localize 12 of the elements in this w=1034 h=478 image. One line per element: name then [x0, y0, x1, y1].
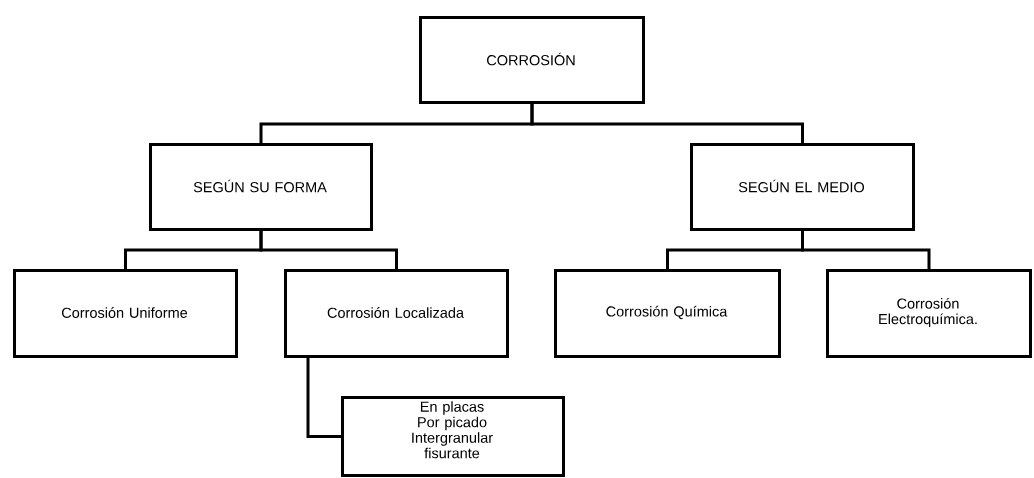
connector-line	[259, 231, 398, 269]
category-box: Corrosión Química	[554, 269, 781, 358]
category-box: Corrosión Electroquímica.	[826, 269, 1032, 358]
category-box: SEGÚN SU FORMA	[149, 143, 373, 231]
connector-line	[530, 104, 804, 143]
category-box: SEGÚN EL MEDIO	[690, 143, 915, 231]
category-box: Corrosión Localizada	[284, 269, 509, 358]
connector-line	[306, 358, 341, 438]
connector-line	[801, 231, 931, 269]
category-box: CORROSIÓN	[419, 16, 645, 104]
category-box: Corrosión Uniforme	[13, 269, 238, 358]
category-box: En placas Por picado Intergranular fisurante	[341, 396, 565, 477]
